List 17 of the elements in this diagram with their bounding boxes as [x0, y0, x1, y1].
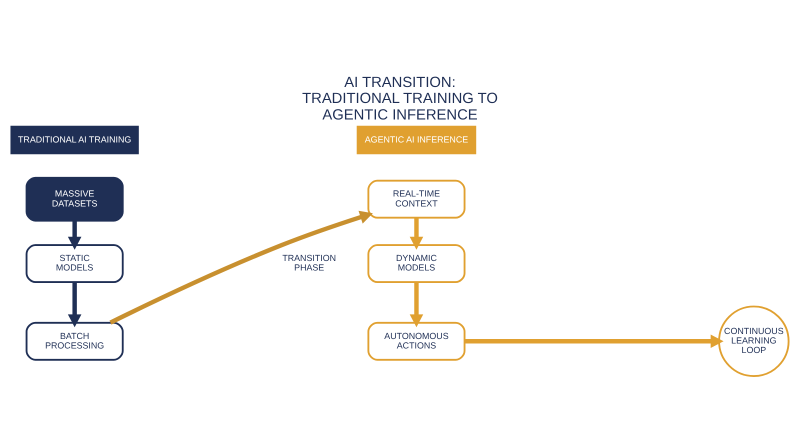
arrow	[464, 334, 724, 348]
node-box: DYNAMIC MODELS	[367, 244, 466, 282]
node-box: REAL-TIME CONTEXT	[367, 179, 466, 218]
node-box: STATIC MODELS	[26, 244, 124, 282]
node-box: BATCH PROCESSING	[26, 321, 124, 360]
edge-label: TRANSITION PHASE	[282, 252, 336, 272]
arrow	[410, 217, 424, 250]
arrow	[68, 220, 82, 250]
node-circle: CONTINUOUS LEARNING LOOP	[718, 305, 790, 376]
node-box: AGENTIC AI INFERENCE	[356, 125, 476, 154]
arrow	[68, 282, 82, 327]
arrow	[109, 210, 373, 324]
arrow	[410, 282, 424, 327]
node-box: MASSIVE DATASETS	[26, 176, 124, 222]
node-box: AUTONOMOUS ACTIONS	[367, 321, 466, 360]
node-box: TRADITIONAL AI TRAINING	[10, 125, 139, 154]
diagram-title: AI TRANSITION: TRADITIONAL TRAINING TO AGENTIC INFERENCE	[302, 74, 498, 123]
